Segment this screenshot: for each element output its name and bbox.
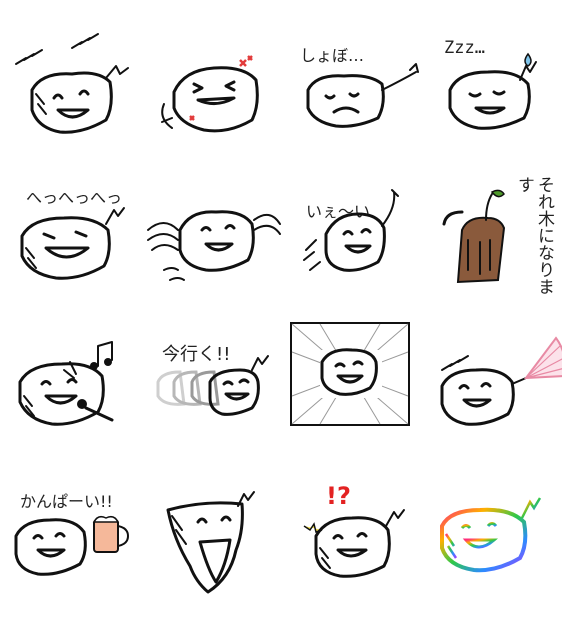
sticker-11[interactable]: [290, 322, 410, 426]
sticker-face-icon: [306, 63, 419, 128]
sticker-face-icon: [442, 189, 506, 284]
sticker-face-icon: [303, 509, 405, 578]
sticker-5[interactable]: へっへっへっ: [2, 170, 142, 320]
sticker-face-icon: [166, 491, 255, 594]
sticker-9[interactable]: [2, 320, 142, 470]
sticker-caption: Zzz…: [444, 38, 485, 58]
sticker-1[interactable]: [2, 20, 142, 170]
sticker-caption: へっへっへっ: [26, 188, 123, 207]
water-drop-icon: [524, 52, 532, 67]
sticker-face-icon: [448, 52, 537, 130]
microphone-icon: [77, 399, 114, 422]
sticker-face-icon: [147, 210, 281, 281]
sticker-10[interactable]: 今行く!!: [144, 320, 284, 470]
sticker-face-icon: [303, 189, 399, 272]
sticker-14[interactable]: [144, 470, 284, 620]
sticker-face-icon: [440, 336, 562, 426]
sticker-face-icon: [18, 341, 114, 426]
sticker-13[interactable]: かんぱーい!!: [2, 470, 142, 620]
sticker-caption: いぇ〜い: [306, 202, 371, 221]
sticker-caption: しょぼ…: [300, 46, 365, 65]
sticker-face-icon: [14, 515, 129, 576]
sticker-caption: かんぱーい!!: [20, 492, 113, 511]
sticker-face-icon: [15, 33, 129, 134]
sticker-face-icon: [20, 207, 125, 280]
sticker-face-icon: [290, 322, 410, 426]
sticker-6[interactable]: [144, 170, 284, 320]
sticker-face-icon: [440, 497, 542, 573]
sticker-face-icon: [161, 55, 259, 133]
sticker-16[interactable]: [428, 470, 562, 620]
sticker-3[interactable]: しょぼ…: [286, 20, 426, 170]
beer-mug-icon: [92, 515, 129, 553]
sticker-8[interactable]: それ木になります: [428, 170, 562, 320]
sticker-2[interactable]: [144, 20, 284, 170]
music-note-icon: [90, 341, 113, 370]
sticker-15[interactable]: !?: [286, 470, 426, 620]
sticker-4[interactable]: Zzz…: [428, 20, 562, 170]
sticker-face-icon: [156, 355, 269, 416]
sticker-7[interactable]: いぇ〜い: [286, 170, 426, 320]
sticker-caption: 今行く!!: [162, 344, 231, 365]
sticker-12[interactable]: [428, 320, 562, 470]
folding-fan-icon: [523, 336, 562, 380]
leaf-icon: [490, 189, 505, 198]
sticker-grid: しょぼ… Zzz… へっへっへっ: [2, 20, 562, 594]
sticker-caption: それ木になります: [514, 176, 554, 295]
sticker-caption: !?: [326, 482, 351, 510]
